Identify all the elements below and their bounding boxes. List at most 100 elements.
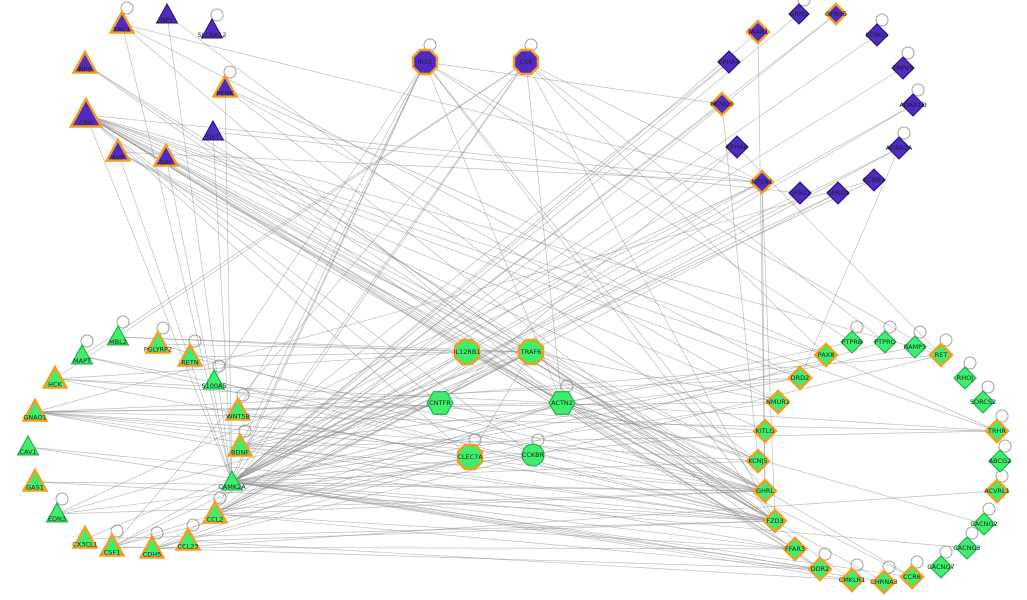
node-KCNQ3[interactable] (709, 91, 735, 117)
node-EPHA8[interactable] (725, 135, 749, 159)
node-RAMP3[interactable] (903, 335, 927, 359)
node-NPY[interactable] (155, 2, 179, 24)
node-ADRA2A[interactable] (887, 136, 911, 160)
node-TRHR[interactable] (984, 418, 1010, 444)
node-CACNG7[interactable] (929, 555, 953, 579)
node-RETN[interactable] (176, 342, 204, 367)
node-MAPT[interactable] (70, 343, 94, 365)
edge-ADRA1D-CAMK2A (231, 104, 914, 483)
node-KITLG[interactable] (752, 418, 778, 444)
node-CACNG3[interactable] (955, 536, 979, 560)
node-CSF1[interactable] (98, 532, 126, 557)
node-CCL2[interactable] (201, 499, 229, 524)
node-DDR2[interactable] (807, 556, 833, 582)
edge-AVP-KCNJ5 (117, 151, 759, 462)
edge-CSF1-FFAR3 (111, 546, 796, 550)
node-IL12RB1[interactable] (453, 338, 481, 366)
node-ABCG2[interactable] (988, 449, 1012, 473)
node-KCNB1[interactable] (862, 168, 886, 192)
node-RET[interactable] (928, 342, 954, 368)
node-NPS[interactable] (71, 49, 99, 74)
node-KCNJ5[interactable] (745, 448, 771, 474)
node-CACNG2[interactable] (972, 512, 996, 536)
self-loop-CSF1 (110, 524, 124, 538)
node-GHRL[interactable] (752, 478, 778, 504)
node-CHRNA3[interactable] (871, 569, 897, 595)
node-CAV1[interactable] (16, 434, 40, 456)
edge-CAV1-FZD3 (27, 446, 776, 522)
node-CMKLR1[interactable] (839, 567, 865, 593)
node-GAL[interactable] (152, 142, 180, 167)
node-PGLYRP2[interactable] (144, 329, 172, 354)
node-GPR22[interactable] (788, 181, 812, 205)
node-TRPV5[interactable] (891, 56, 915, 80)
node-EDN3[interactable] (45, 501, 69, 523)
edge-ACTN2-PAX8 (561, 354, 827, 404)
self-loop-ABCG2 (998, 439, 1012, 453)
node-FFAR3[interactable] (782, 536, 808, 562)
node-DRD2[interactable] (787, 365, 813, 391)
node-PTPRB[interactable] (840, 330, 864, 354)
node-FZD3[interactable] (762, 508, 788, 534)
node-CNTFR[interactable] (426, 391, 454, 415)
self-loop-CMKLR1 (850, 558, 864, 572)
edge-PGLYRP2-FZD3 (157, 343, 776, 522)
node-TAAR1[interactable] (745, 19, 771, 45)
node-CAMK2A[interactable] (220, 469, 244, 491)
node-HCK[interactable] (41, 364, 69, 389)
self-loop-SLC6A12 (210, 8, 224, 22)
edge-ADRA2A-CCL2 (214, 147, 900, 515)
edge-CAMK2A-CHRNA3 (231, 481, 885, 583)
node-AVP[interactable] (104, 137, 132, 162)
node-CX3CL1[interactable] (71, 524, 99, 549)
node-S100A5[interactable] (202, 368, 226, 390)
node-CCKBR[interactable] (521, 443, 545, 467)
node-ACTN2[interactable] (548, 391, 576, 415)
node-GAS1[interactable] (21, 467, 49, 492)
node-IRS1[interactable] (411, 48, 439, 76)
edge-IRS1-KCNQ3 (424, 61, 723, 105)
node-PTPRO[interactable] (873, 330, 897, 354)
node-SLC6A12[interactable] (200, 17, 224, 39)
node-EPHA4[interactable] (717, 50, 741, 74)
node-CCR6[interactable] (899, 564, 925, 590)
node-GNAO1[interactable] (21, 397, 49, 422)
node-PENK[interactable] (211, 73, 239, 98)
node-TAC1[interactable] (108, 9, 136, 34)
node-RHOJ[interactable] (953, 366, 977, 390)
node-KCNG1[interactable] (865, 23, 889, 47)
self-loop-CACNG2 (982, 502, 996, 516)
node-OPRD1[interactable] (826, 181, 850, 205)
edge-NPS-ACTN2 (84, 63, 563, 404)
edges-layer (27, 13, 998, 583)
node-PAX8[interactable] (813, 342, 839, 368)
edge-CAMK2A-KCNJ5 (231, 460, 759, 483)
edge-CSK-PTPRO (525, 61, 886, 343)
node-OXT[interactable] (201, 119, 225, 141)
node-WNT5B[interactable] (224, 396, 252, 421)
node-ADRA1D[interactable] (901, 93, 925, 117)
self-loop-PGLYRP2 (156, 321, 170, 335)
node-CLEC7A[interactable] (456, 443, 484, 471)
node-NMUR1[interactable] (765, 389, 791, 415)
node-CSK[interactable] (512, 48, 540, 76)
edge-CAV1-DDR2 (27, 446, 821, 570)
edge-MAPT-GHRL (81, 355, 766, 492)
node-CRH[interactable] (68, 96, 104, 128)
node-NTSR1[interactable] (749, 169, 775, 195)
node-CCL23[interactable] (174, 526, 202, 551)
edge-EPHA8-CNTFR (439, 146, 738, 404)
node-SORCS2[interactable] (971, 390, 995, 414)
node-MBL2[interactable] (106, 324, 130, 346)
self-loop-CCL2 (213, 491, 227, 505)
node-CDH5[interactable] (138, 534, 166, 559)
node-ACVRL1[interactable] (984, 478, 1010, 504)
edge-EDN3-GHRL (56, 490, 766, 515)
node-TRAF6[interactable] (517, 338, 545, 366)
node-GPR45[interactable] (824, 2, 848, 26)
edge-IRS1-FZD3 (424, 61, 776, 522)
node-BDNF[interactable] (226, 432, 254, 457)
self-loop-RAMP3 (913, 325, 927, 339)
edge-CSK-MAPT (81, 61, 527, 357)
node-GRM1[interactable] (788, 3, 810, 25)
